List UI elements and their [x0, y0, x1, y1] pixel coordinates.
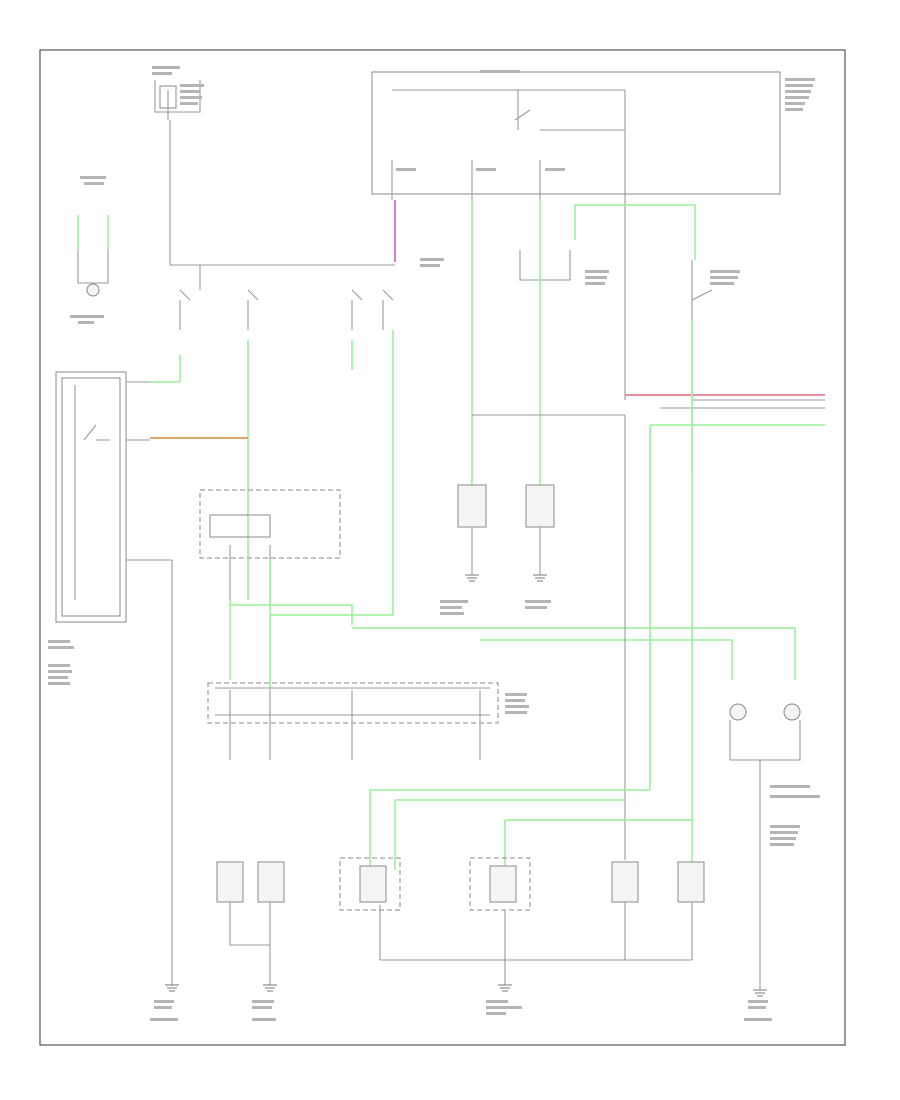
lighting-control-unit	[207, 682, 499, 760]
lamp-mid-2	[525, 484, 555, 528]
control-unit-top-right	[371, 71, 781, 400]
right-relay	[519, 204, 713, 470]
lower-lamps	[216, 857, 705, 911]
diagram-frame	[39, 49, 846, 1046]
combination-switch	[55, 371, 172, 623]
fuse-box-top-left	[154, 80, 201, 290]
lamp-pair-right	[729, 703, 801, 997]
switch-row	[179, 264, 395, 330]
label-marks	[48, 66, 820, 1021]
lamp-mid-1	[457, 484, 487, 528]
illumination-lamp-top-left	[77, 215, 109, 297]
